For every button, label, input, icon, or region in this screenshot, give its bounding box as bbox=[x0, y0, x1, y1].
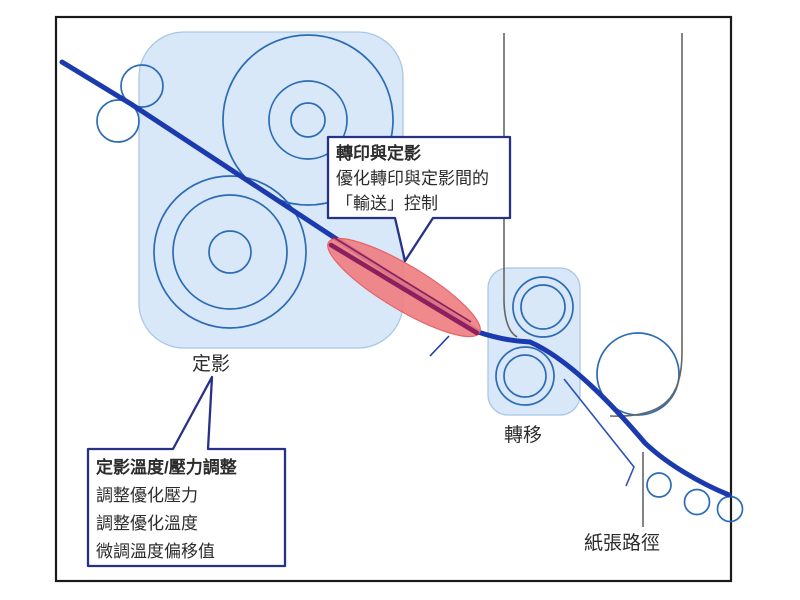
callout-fuser-bubble bbox=[86, 375, 287, 568]
paper-path-line bbox=[59, 59, 732, 498]
callout-transfer-fixing-line2: 「輸送」控制 bbox=[336, 194, 438, 213]
callout-transfer-fixing-title: 轉印與定影 bbox=[336, 144, 421, 163]
guide-line-right bbox=[609, 33, 683, 417]
callout-fuser-line2: 調整優化溫度 bbox=[96, 514, 198, 533]
callout-fuser-line3: 微調溫度偏移值 bbox=[96, 542, 215, 561]
callout-fuser-text: 定影溫度/壓力調整 調整優化壓力 調整優化溫度 微調溫度偏移值 bbox=[96, 454, 237, 566]
guide-line-left bbox=[503, 33, 518, 338]
highlight-path-lines bbox=[328, 236, 480, 336]
transfer-roller-lower bbox=[495, 346, 555, 406]
entry-roller-upper bbox=[120, 64, 164, 108]
exit-chute-line bbox=[563, 378, 635, 487]
fuser-heat-roller bbox=[222, 34, 394, 206]
entry-roller-lower bbox=[96, 99, 140, 143]
callout-transfer-fixing-text: 轉印與定影 優化轉印與定影間的 「輸送」控制 bbox=[336, 141, 489, 216]
fuser-label: 定影 bbox=[192, 354, 231, 375]
nip-tick-line bbox=[429, 335, 450, 357]
callout-transfer-fixing-bubble bbox=[326, 135, 512, 263]
callout-fuser-line1: 調整優化壓力 bbox=[96, 486, 198, 505]
paper-path-label: 紙張路徑 bbox=[584, 533, 661, 554]
transfer-roller-upper bbox=[512, 276, 574, 338]
exit-roller-1 bbox=[646, 472, 672, 498]
transfer-label: 轉移 bbox=[504, 425, 543, 446]
callout-transfer-fixing-line1: 優化轉印與定影間的 bbox=[336, 169, 489, 188]
exit-roller-2 bbox=[683, 488, 711, 516]
callout-fuser-title: 定影溫度/壓力調整 bbox=[96, 458, 237, 477]
fuser-pressure-roller bbox=[153, 175, 307, 329]
